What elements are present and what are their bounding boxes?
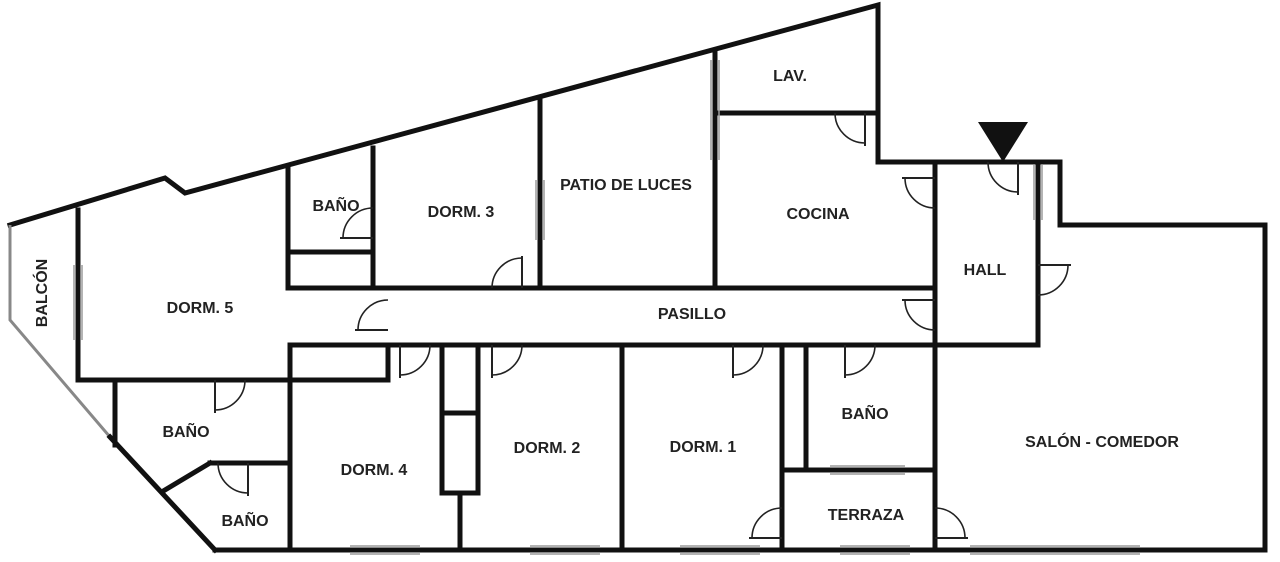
door-cocina-bottom — [902, 299, 936, 331]
door-salon — [1037, 264, 1071, 296]
label-salon: SALÓN - COMEDOR — [1025, 432, 1179, 451]
door-dorm4 — [399, 344, 431, 378]
door-dorm5 — [355, 299, 389, 331]
door-terraza-right — [934, 507, 968, 539]
door-lav — [834, 112, 866, 146]
entrance-arrow-icon — [978, 122, 1028, 162]
label-dorm5: DORM. 5 — [167, 300, 234, 317]
windows — [73, 60, 1140, 555]
label-balcon: BALCÓN — [32, 259, 51, 327]
label-bano-left: BAÑO — [162, 421, 209, 441]
label-dorm4: DORM. 4 — [341, 462, 408, 479]
label-bano-right: BAÑO — [841, 403, 888, 423]
label-pasillo: PASILLO — [658, 306, 726, 323]
label-bano-top: BAÑO — [312, 195, 359, 215]
door-entrance — [987, 161, 1019, 195]
label-hall: HALL — [964, 262, 1007, 279]
door-terraza-left — [749, 507, 783, 539]
door-cocina-top — [902, 177, 936, 209]
door-bano-left — [214, 379, 246, 413]
label-lav: LAV. — [773, 68, 807, 85]
label-dorm2: DORM. 2 — [514, 440, 581, 457]
label-bano-bottom: BAÑO — [221, 510, 268, 530]
door-dorm1 — [732, 344, 764, 378]
door-dorm2 — [491, 344, 523, 378]
door-bano-bottom — [217, 462, 249, 496]
label-patio: PATIO DE LUCES — [560, 177, 692, 194]
outer-walls — [6, 1, 1268, 554]
label-dorm3: DORM. 3 — [428, 204, 495, 221]
label-cocina: COCINA — [786, 206, 850, 223]
door-dorm3 — [491, 256, 523, 289]
doors — [214, 112, 1071, 539]
door-bano-top — [340, 207, 374, 239]
room-labels: BALCÓN DORM. 5 BAÑO DORM. 3 PATIO DE LUC… — [32, 68, 1179, 530]
door-bano-right — [844, 344, 876, 378]
label-terraza: TERRAZA — [828, 507, 905, 524]
label-dorm1: DORM. 1 — [670, 439, 737, 456]
interior-walls — [75, 47, 1041, 553]
